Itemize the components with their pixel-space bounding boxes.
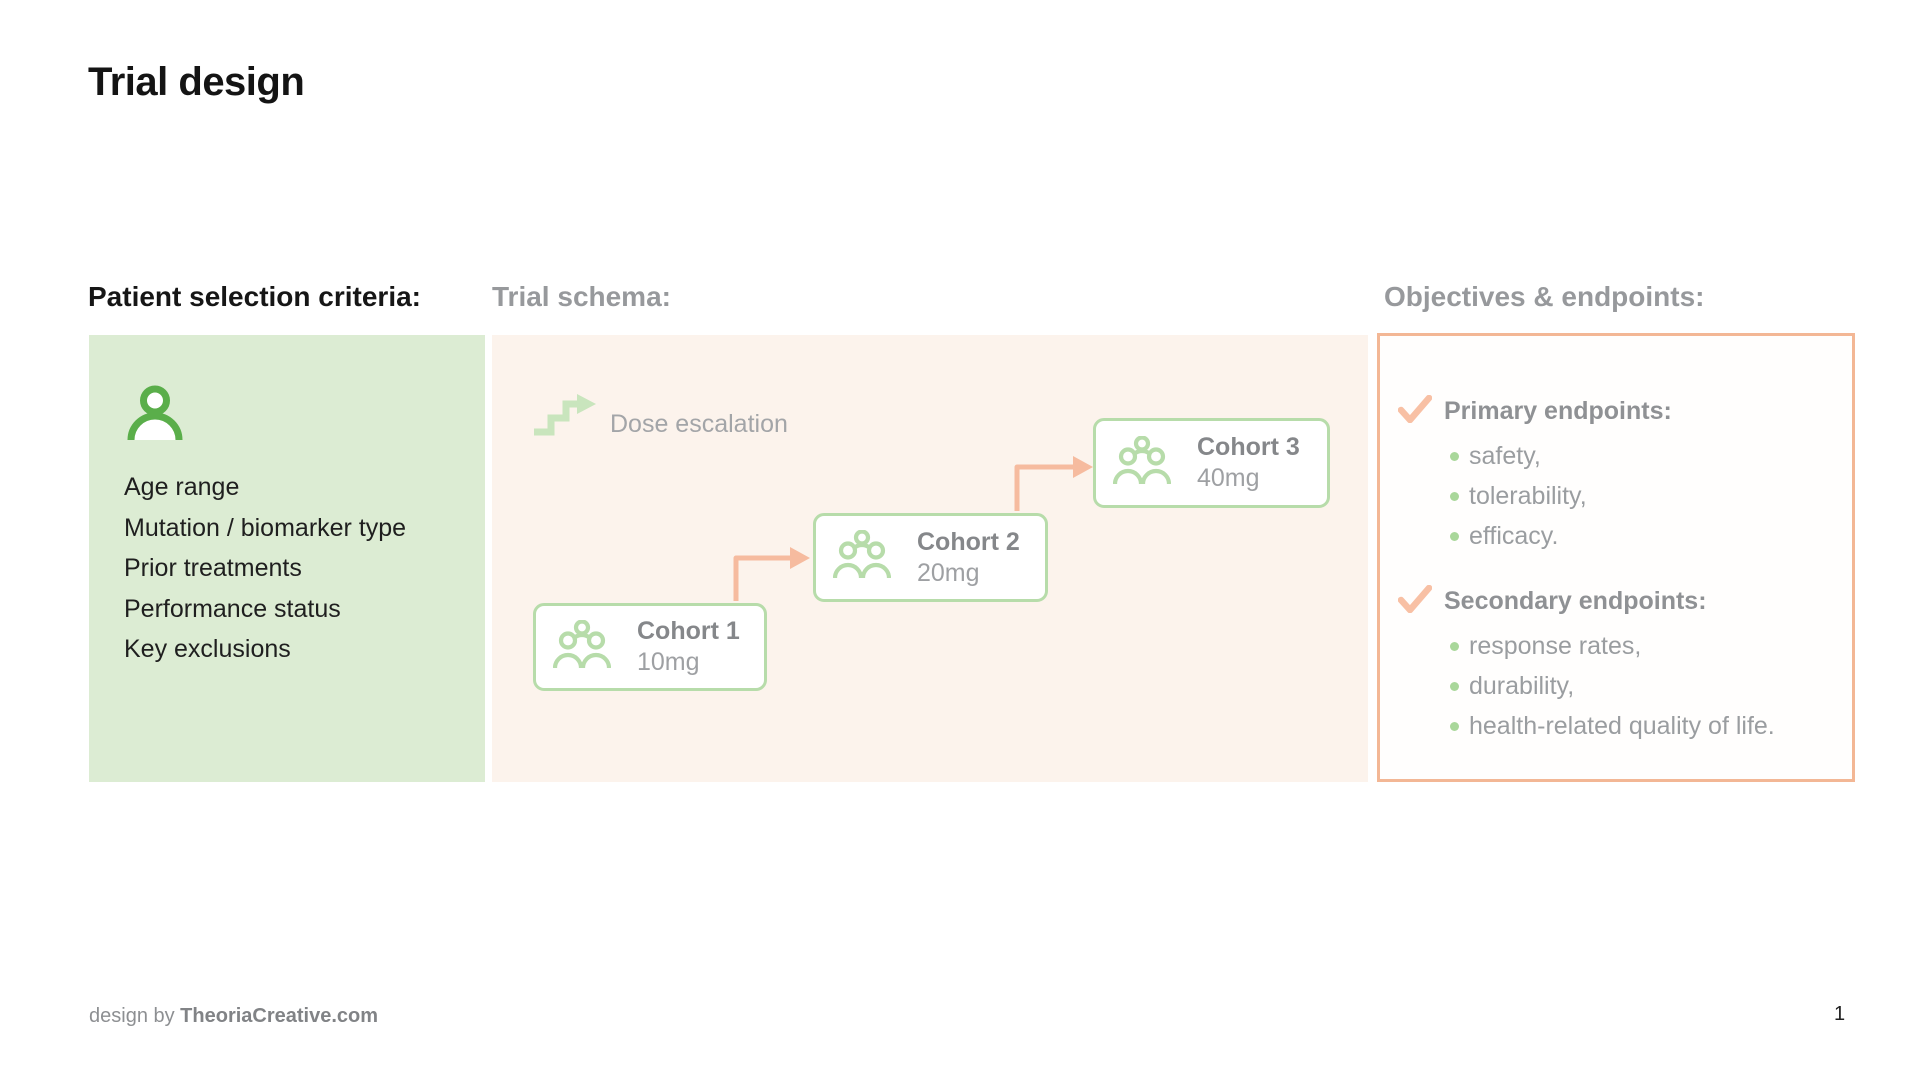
cohort-1-box: Cohort 1 10mg bbox=[533, 603, 767, 691]
selection-item: Key exclusions bbox=[124, 635, 291, 663]
schema-panel: Dose escalation Cohort 1 10mg bbox=[492, 335, 1368, 782]
endpoint-item: safety, bbox=[1398, 436, 1828, 476]
cohort-2-box: Cohort 2 20mg bbox=[813, 513, 1048, 602]
endpoint-text: efficacy. bbox=[1469, 521, 1559, 550]
people-group-icon bbox=[832, 529, 892, 585]
dose-escalation-label: Dose escalation bbox=[610, 410, 788, 438]
endpoint-text: response rates, bbox=[1469, 631, 1642, 660]
selection-list: Age range Mutation / biomarker type Prio… bbox=[124, 467, 465, 670]
endpoint-item: response rates, bbox=[1398, 626, 1828, 666]
cohort-dose: 40mg bbox=[1197, 464, 1260, 492]
endpoint-item: durability, bbox=[1398, 666, 1828, 706]
selection-panel: Age range Mutation / biomarker type Prio… bbox=[89, 335, 485, 782]
objectives-panel: Primary endpoints: safety, tolerability,… bbox=[1377, 333, 1855, 782]
secondary-endpoints-list: response rates, durability, health-relat… bbox=[1398, 626, 1828, 746]
cohort-dose: 20mg bbox=[917, 558, 980, 587]
cohort-name: Cohort 2 bbox=[917, 527, 1020, 556]
selection-heading: Patient selection criteria: bbox=[88, 281, 422, 312]
page-title: Trial design bbox=[88, 60, 305, 104]
footer-credit-brand: TheoriaCreative.com bbox=[180, 1005, 379, 1027]
objectives-heading: Objectives & endpoints: bbox=[1384, 281, 1705, 312]
cohort-name: Cohort 3 bbox=[1197, 433, 1300, 461]
footer-credit-prefix: design by bbox=[89, 1005, 181, 1027]
footer-credit: design by TheoriaCreative.com bbox=[89, 1005, 378, 1028]
primary-endpoints-list: safety, tolerability, efficacy. bbox=[1398, 436, 1828, 556]
selection-item: Mutation / biomarker type bbox=[124, 513, 407, 542]
primary-endpoints-title: Primary endpoints: bbox=[1444, 396, 1672, 425]
cohort-dose: 10mg bbox=[637, 648, 700, 676]
people-group-icon bbox=[552, 618, 612, 675]
bullet-dot-icon bbox=[1450, 721, 1459, 731]
endpoint-text: safety, bbox=[1469, 441, 1541, 470]
bullet-dot-icon bbox=[1450, 531, 1459, 541]
cohort-3-box: Cohort 3 40mg bbox=[1093, 418, 1330, 508]
bullet-dot-icon bbox=[1450, 451, 1459, 461]
checkmark-icon bbox=[1397, 584, 1433, 618]
person-icon bbox=[126, 385, 465, 445]
schema-heading: Trial schema: bbox=[492, 281, 671, 312]
people-group-icon bbox=[1112, 434, 1172, 491]
bullet-dot-icon bbox=[1450, 681, 1459, 691]
endpoint-text: health-related quality of life. bbox=[1469, 711, 1775, 740]
cohort-name: Cohort 1 bbox=[637, 617, 740, 645]
stairs-up-arrow-icon bbox=[530, 386, 602, 441]
bullet-dot-icon bbox=[1450, 491, 1459, 501]
endpoint-item: health-related quality of life. bbox=[1398, 706, 1828, 746]
selection-item: Prior treatments bbox=[124, 554, 302, 582]
bullet-dot-icon bbox=[1450, 641, 1459, 651]
dose-escalation: Dose escalation bbox=[530, 386, 788, 441]
endpoint-item: efficacy. bbox=[1398, 516, 1828, 556]
endpoint-text: durability, bbox=[1469, 671, 1575, 700]
endpoint-item: tolerability, bbox=[1398, 476, 1828, 516]
selection-item: Performance status bbox=[124, 594, 341, 623]
checkmark-icon bbox=[1397, 394, 1433, 428]
secondary-endpoints-title: Secondary endpoints: bbox=[1444, 586, 1707, 615]
primary-endpoints-section: Primary endpoints: safety, tolerability,… bbox=[1397, 394, 1828, 556]
endpoint-text: tolerability, bbox=[1469, 481, 1587, 510]
selection-item: Age range bbox=[124, 473, 240, 501]
secondary-endpoints-section: Secondary endpoints: response rates, dur… bbox=[1397, 584, 1828, 746]
page-number: 1 bbox=[1834, 1003, 1846, 1025]
